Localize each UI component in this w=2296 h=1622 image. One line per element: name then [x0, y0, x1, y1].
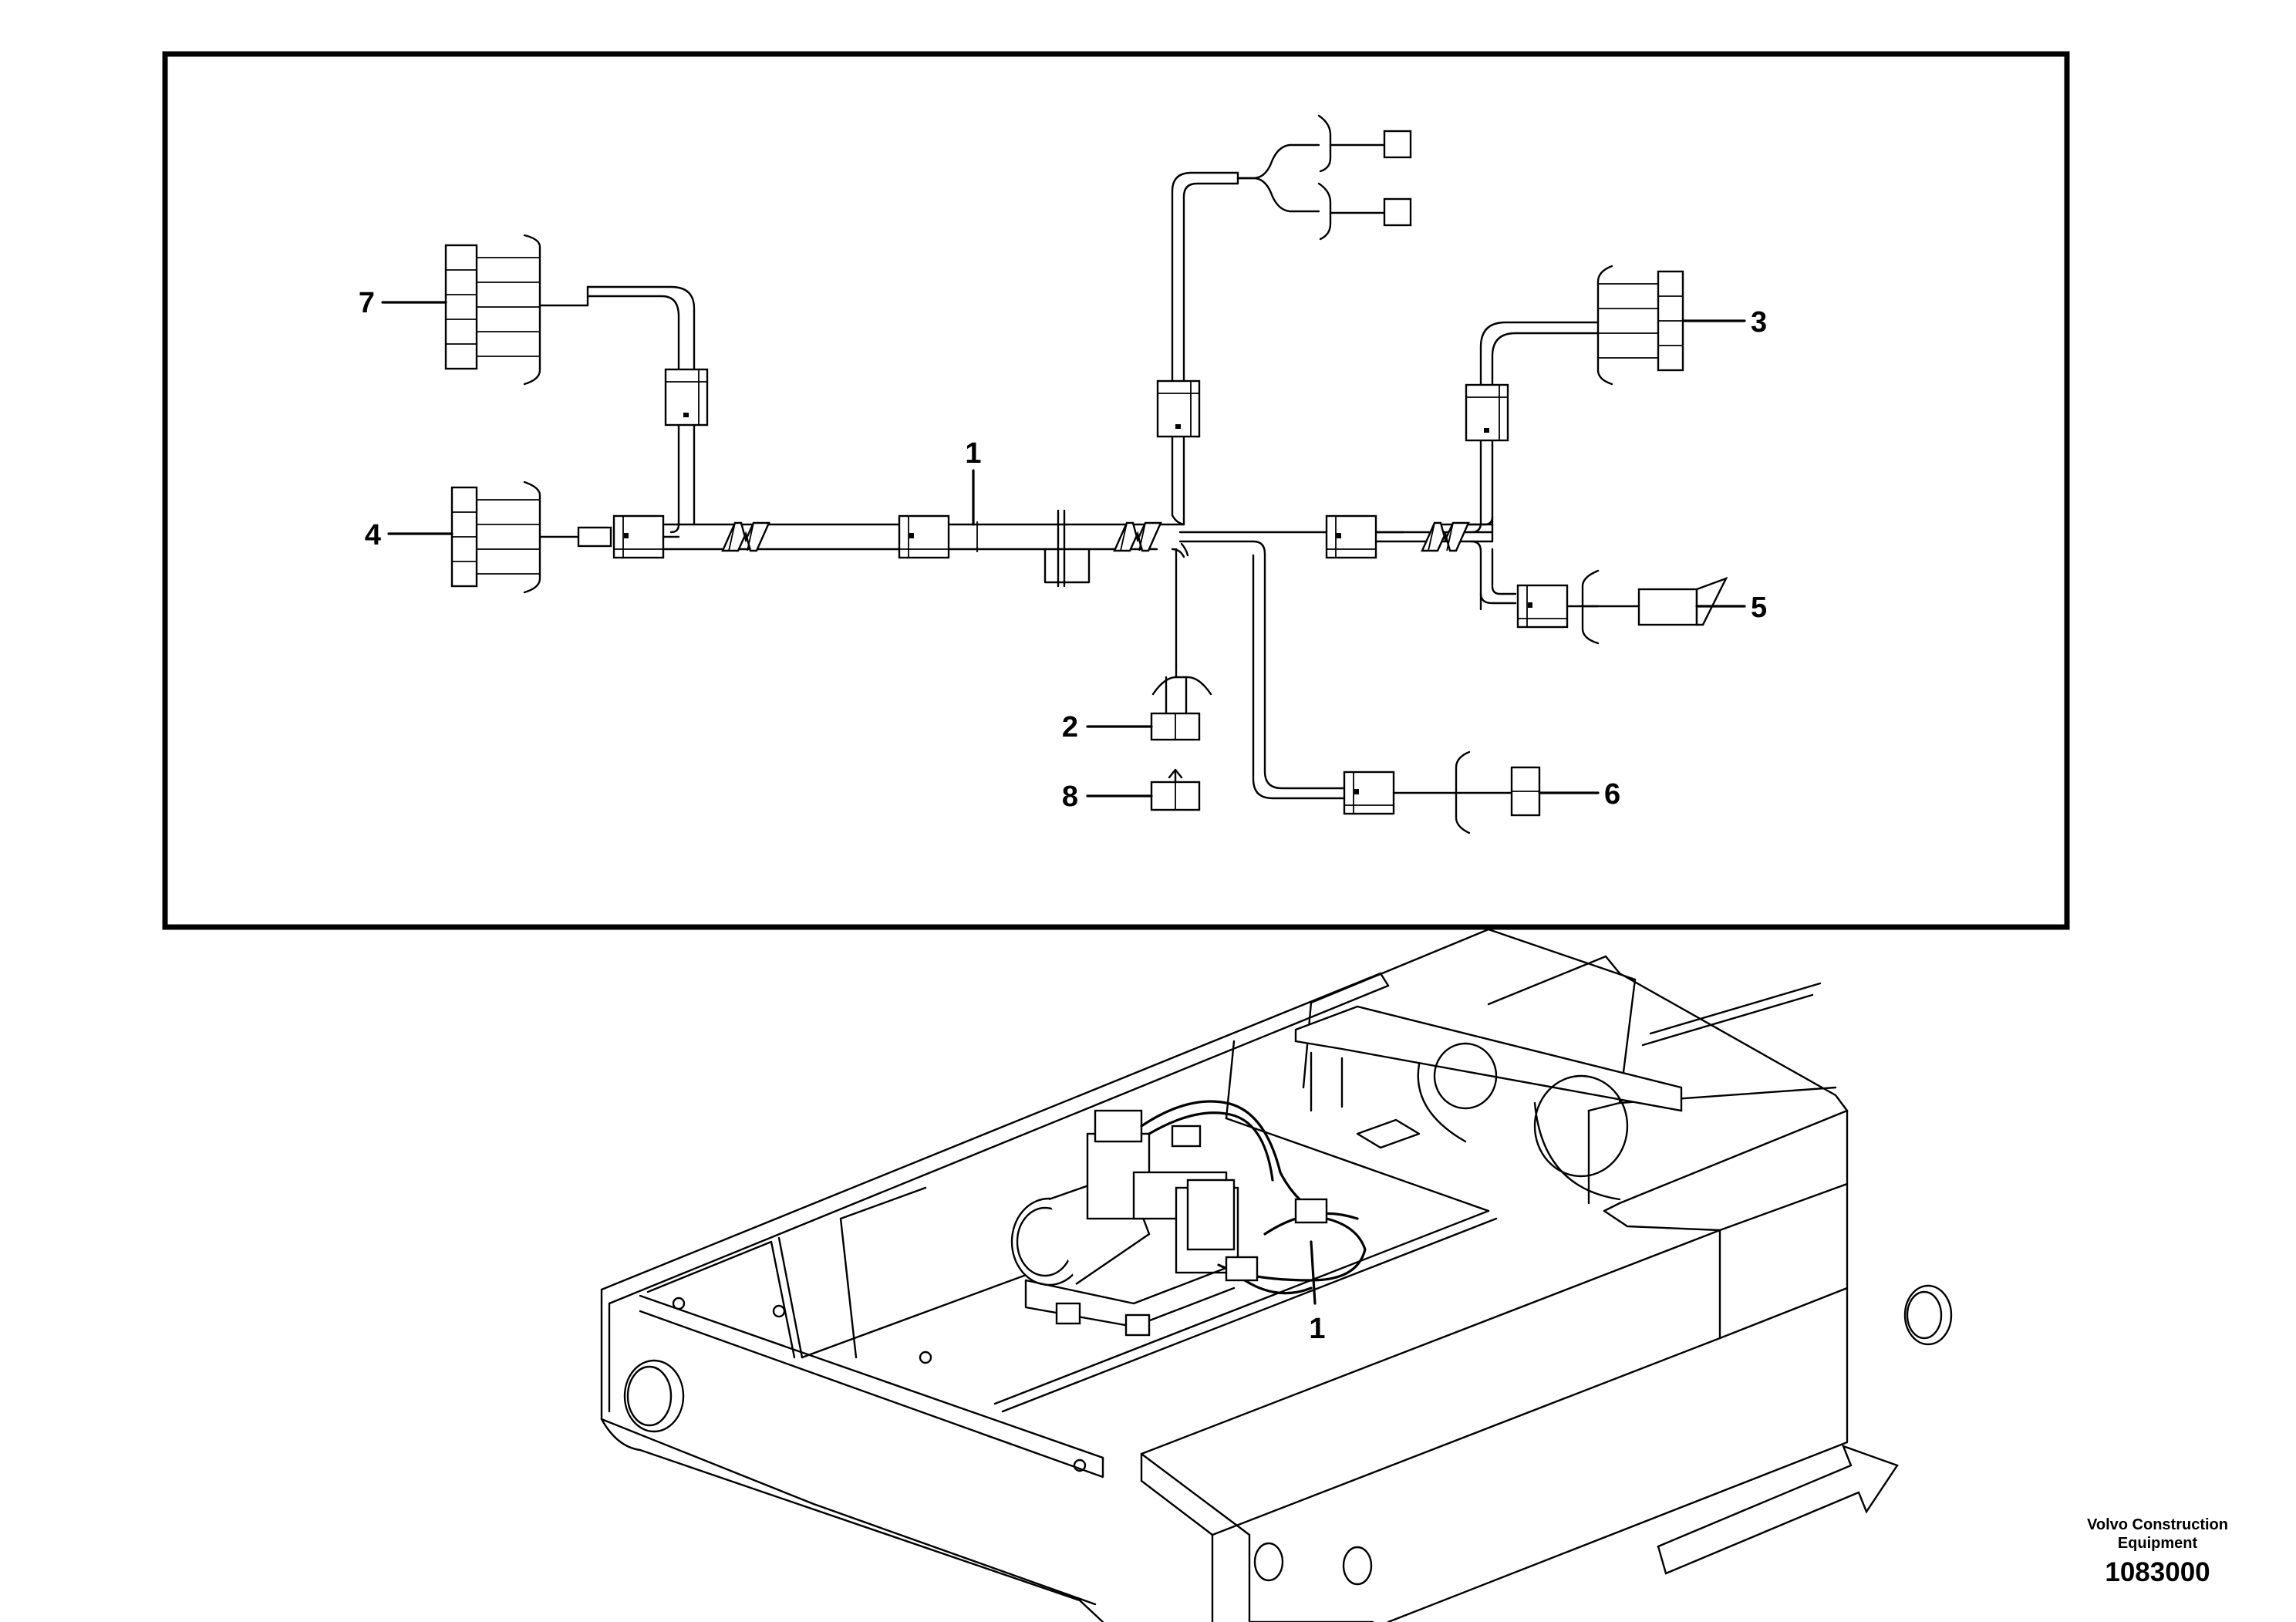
connector-5 [1581, 569, 1746, 645]
branch-6-wire [1252, 552, 1458, 815]
frame-outline [600, 955, 1849, 1622]
side-plate [639, 1294, 1104, 1479]
connector-3 [1596, 265, 1746, 386]
branch-7-wire [538, 285, 709, 534]
brand-line-2: Equipment [2117, 1535, 2198, 1552]
callout-1-top: 1 [965, 437, 981, 470]
branch-2-wire [1086, 548, 1212, 741]
item-8-symbol [1086, 768, 1201, 811]
callout-4: 4 [365, 519, 381, 551]
connector-4 [387, 481, 680, 594]
machine-frame-illustration: 1 [600, 928, 1953, 1622]
callout-7: 7 [359, 287, 375, 319]
harness-on-frame [1140, 1100, 1367, 1295]
branch-5-wire [1470, 540, 1600, 629]
callout-1-bottom: 1 [1309, 1313, 1325, 1345]
pump-motor-assembly [1010, 1109, 1239, 1337]
callout-2: 2 [1062, 711, 1078, 744]
branch-3-wire [1325, 321, 1600, 559]
connector-6 [1455, 750, 1600, 835]
callout-6: 6 [1604, 778, 1620, 811]
frame-interior [646, 928, 1837, 1413]
callout-8: 8 [1062, 781, 1078, 813]
publisher-footer: Volvo Construction Equipment 1083000 [2087, 1516, 2228, 1590]
callout-1-bottom-leader [1310, 1240, 1317, 1305]
callout-3: 3 [1751, 306, 1767, 339]
trunk-details [721, 509, 1162, 588]
callout-5: 5 [1751, 592, 1767, 624]
document-number: 1083000 [2105, 1557, 2210, 1587]
brand-line-1: Volvo Construction [2087, 1516, 2228, 1533]
frame-holes [623, 1284, 1953, 1586]
harness-panel: 1 2 3 4 5 6 7 8 [162, 51, 2070, 930]
bracket [1294, 1005, 1683, 1201]
connector-7 [381, 234, 541, 386]
direction-arrow-icon [1657, 1444, 1899, 1575]
upper-branch-wire [1156, 114, 1412, 526]
